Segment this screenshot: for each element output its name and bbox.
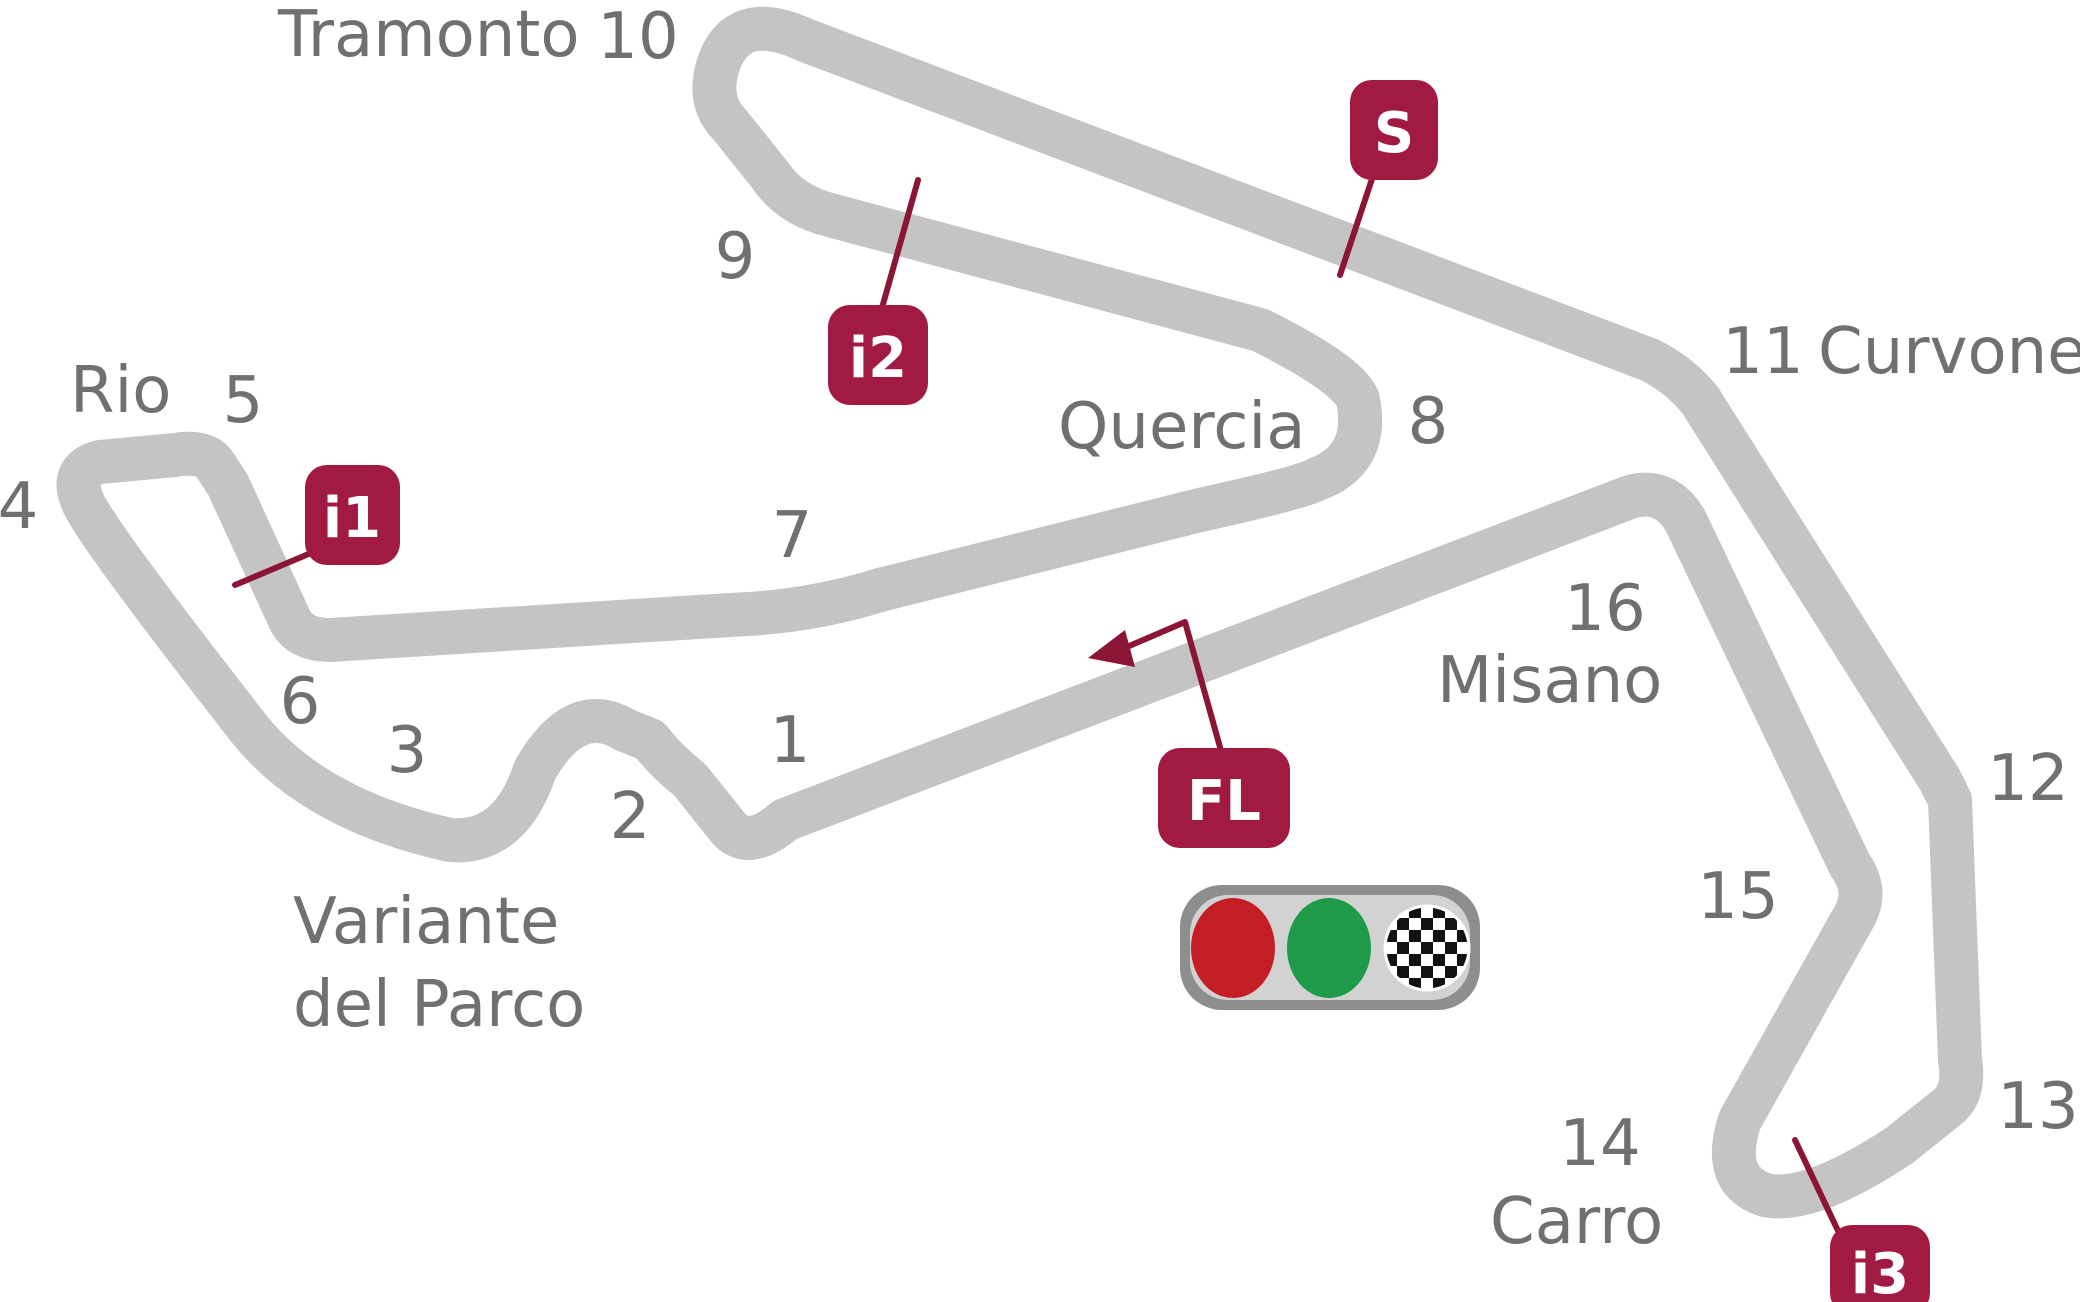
flag-square bbox=[1433, 942, 1446, 955]
intermediate-2-label: i2 bbox=[849, 326, 907, 391]
flag-square bbox=[1409, 918, 1422, 931]
flag-square bbox=[1385, 942, 1398, 955]
flag-square bbox=[1409, 942, 1422, 955]
flag-square bbox=[1397, 942, 1410, 955]
flag-square bbox=[1445, 930, 1458, 943]
finish-line-marker: FL bbox=[1158, 748, 1290, 848]
flag-square bbox=[1397, 918, 1410, 931]
corner-4-number: 4 bbox=[0, 470, 38, 544]
flag-square bbox=[1445, 942, 1458, 955]
corner-6-number: 6 bbox=[280, 665, 321, 739]
flag-square bbox=[1421, 954, 1434, 967]
flag-square bbox=[1445, 918, 1458, 931]
intermediate-3-label: i3 bbox=[1851, 1242, 1909, 1302]
flag-square bbox=[1445, 966, 1458, 979]
corner-15-number: 15 bbox=[1697, 860, 1778, 934]
corner-13-number: 13 bbox=[1997, 1070, 2078, 1144]
arrow-head bbox=[1088, 630, 1135, 667]
flag-square bbox=[1421, 906, 1434, 919]
corner-10-number: 10 bbox=[597, 0, 678, 74]
corner-14-number: 14 bbox=[1559, 1107, 1640, 1181]
corner-1-number: 1 bbox=[770, 704, 811, 778]
flag-square bbox=[1445, 954, 1458, 967]
flag-square bbox=[1409, 966, 1422, 979]
corner-name-variante-line-1: Variante bbox=[293, 885, 559, 959]
corner-name-curvone: Curvone bbox=[1818, 315, 2080, 389]
green-light bbox=[1287, 898, 1371, 998]
flag-square bbox=[1421, 966, 1434, 979]
flag-square bbox=[1397, 966, 1410, 979]
flag-square bbox=[1433, 930, 1446, 943]
track-outline bbox=[56, 6, 1984, 1219]
start-lights-icon bbox=[1180, 885, 1480, 1010]
flag-square bbox=[1397, 954, 1410, 967]
intermediate-3-line bbox=[1792, 1137, 1843, 1238]
corner-name-variante-line-2: del Parco bbox=[293, 968, 585, 1042]
corner-name-rio: Rio bbox=[70, 354, 171, 428]
corner-11-number: 11 bbox=[1722, 315, 1803, 389]
intermediate-2-marker: i2 bbox=[828, 305, 928, 405]
flag-square bbox=[1433, 966, 1446, 979]
corner-16-number: 16 bbox=[1564, 572, 1645, 646]
flag-square bbox=[1421, 918, 1434, 931]
finish-line-label: FL bbox=[1187, 769, 1261, 834]
flag-square bbox=[1433, 918, 1446, 931]
corner-9-number: 9 bbox=[715, 220, 756, 294]
flag-square bbox=[1421, 930, 1434, 943]
intermediate-3-marker: i3 bbox=[1830, 1225, 1930, 1302]
corner-7-number: 7 bbox=[772, 499, 813, 573]
corner-2-number: 2 bbox=[610, 780, 651, 854]
flag-square bbox=[1409, 954, 1422, 967]
corner-name-carro: Carro bbox=[1490, 1185, 1663, 1259]
flag-square bbox=[1433, 954, 1446, 967]
flag-square bbox=[1397, 930, 1410, 943]
corner-12-number: 12 bbox=[1987, 742, 2068, 816]
intermediate-2-line bbox=[877, 177, 921, 318]
corner-5-number: 5 bbox=[223, 364, 264, 438]
corner-name-quercia: Quercia bbox=[1058, 390, 1305, 464]
corner-name-misano: Misano bbox=[1437, 644, 1662, 718]
flag-square bbox=[1421, 978, 1434, 990]
flag-square bbox=[1457, 942, 1469, 955]
flag-square bbox=[1409, 930, 1422, 943]
corner-3-number: 3 bbox=[387, 714, 428, 788]
checkered-flag-icon bbox=[1383, 904, 1471, 992]
red-light bbox=[1191, 898, 1275, 998]
speed-trap-marker: S bbox=[1350, 80, 1438, 180]
flag-square bbox=[1421, 942, 1434, 955]
corner-name-tramonto: Tramonto bbox=[277, 0, 580, 72]
intermediate-1-marker: i1 bbox=[305, 465, 400, 565]
direction-arrow-icon bbox=[1117, 619, 1228, 768]
speed-trap-label: S bbox=[1374, 101, 1414, 166]
corner-8-number: 8 bbox=[1408, 385, 1449, 459]
intermediate-1-label: i1 bbox=[323, 486, 381, 551]
